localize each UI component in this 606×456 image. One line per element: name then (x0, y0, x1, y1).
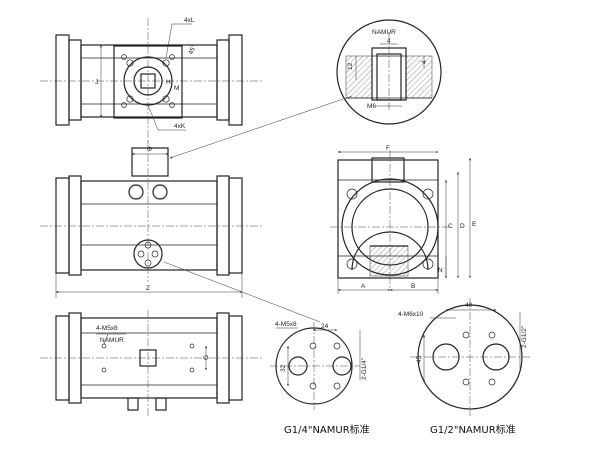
label-e: E (472, 221, 477, 228)
label-a: A (361, 283, 366, 290)
label-4xk: 4xK (174, 123, 186, 130)
label-40: 40 (465, 302, 473, 309)
label-g12: 2-G1/2" (521, 325, 528, 348)
label-24: 24 (321, 323, 329, 330)
label-m5x8-port: 4-M5x8 (275, 321, 297, 328)
label-4-side: 4 (421, 60, 428, 64)
label-j: J (95, 79, 98, 86)
label-b: B (411, 283, 415, 290)
label-namur-bottom: NAMUR (100, 337, 124, 344)
top-view: 4xL J 45° H M 4xK (40, 17, 262, 142)
caption-g14: G1/4"NAMUR标准 (284, 424, 370, 436)
label-45: 45 (416, 355, 423, 363)
g12-port-face: 40 45 4-M6x10 2-G1/2" G1/2"NAMUR标准 (398, 298, 530, 436)
label-m: M (174, 85, 179, 92)
label-d: D (460, 223, 465, 230)
label-m6: M6 (367, 103, 376, 110)
label-namur-detail: NAMUR (372, 29, 396, 36)
label-m5x8: 4-M5x8 (96, 325, 118, 332)
label-g14: 2-G1/4" (361, 357, 368, 380)
label-f: F (386, 145, 390, 152)
label-g: G (203, 355, 210, 360)
namur-detail: NAMUR 4 12 4 M6 (169, 19, 442, 159)
label-n: N (438, 267, 443, 274)
bottom-view: G 4-M5x8 NAMUR (40, 310, 262, 418)
label-phi: Φ (147, 146, 152, 153)
label-angle: 45° (187, 43, 199, 56)
label-4xl: 4xL (184, 17, 195, 24)
label-m6x10: 4-M6x10 (398, 311, 424, 318)
label-z: Z (146, 285, 150, 292)
label-32: 32 (280, 364, 287, 372)
label-12: 12 (347, 62, 354, 70)
g14-port-face: 24 32 4-M5x8 2-G1/4" G1/4"NAMUR标准 (270, 321, 370, 436)
front-view: Φ Z (40, 140, 321, 323)
label-4-top: 4 (387, 38, 391, 45)
caption-g12: G1/2"NAMUR标准 (430, 424, 516, 436)
side-view: F C D E N A B (330, 145, 477, 294)
label-c: C (448, 223, 453, 230)
side-corner-holes (346, 188, 434, 270)
flange-bolt-holes (121, 54, 175, 108)
label-h: H (166, 79, 171, 86)
